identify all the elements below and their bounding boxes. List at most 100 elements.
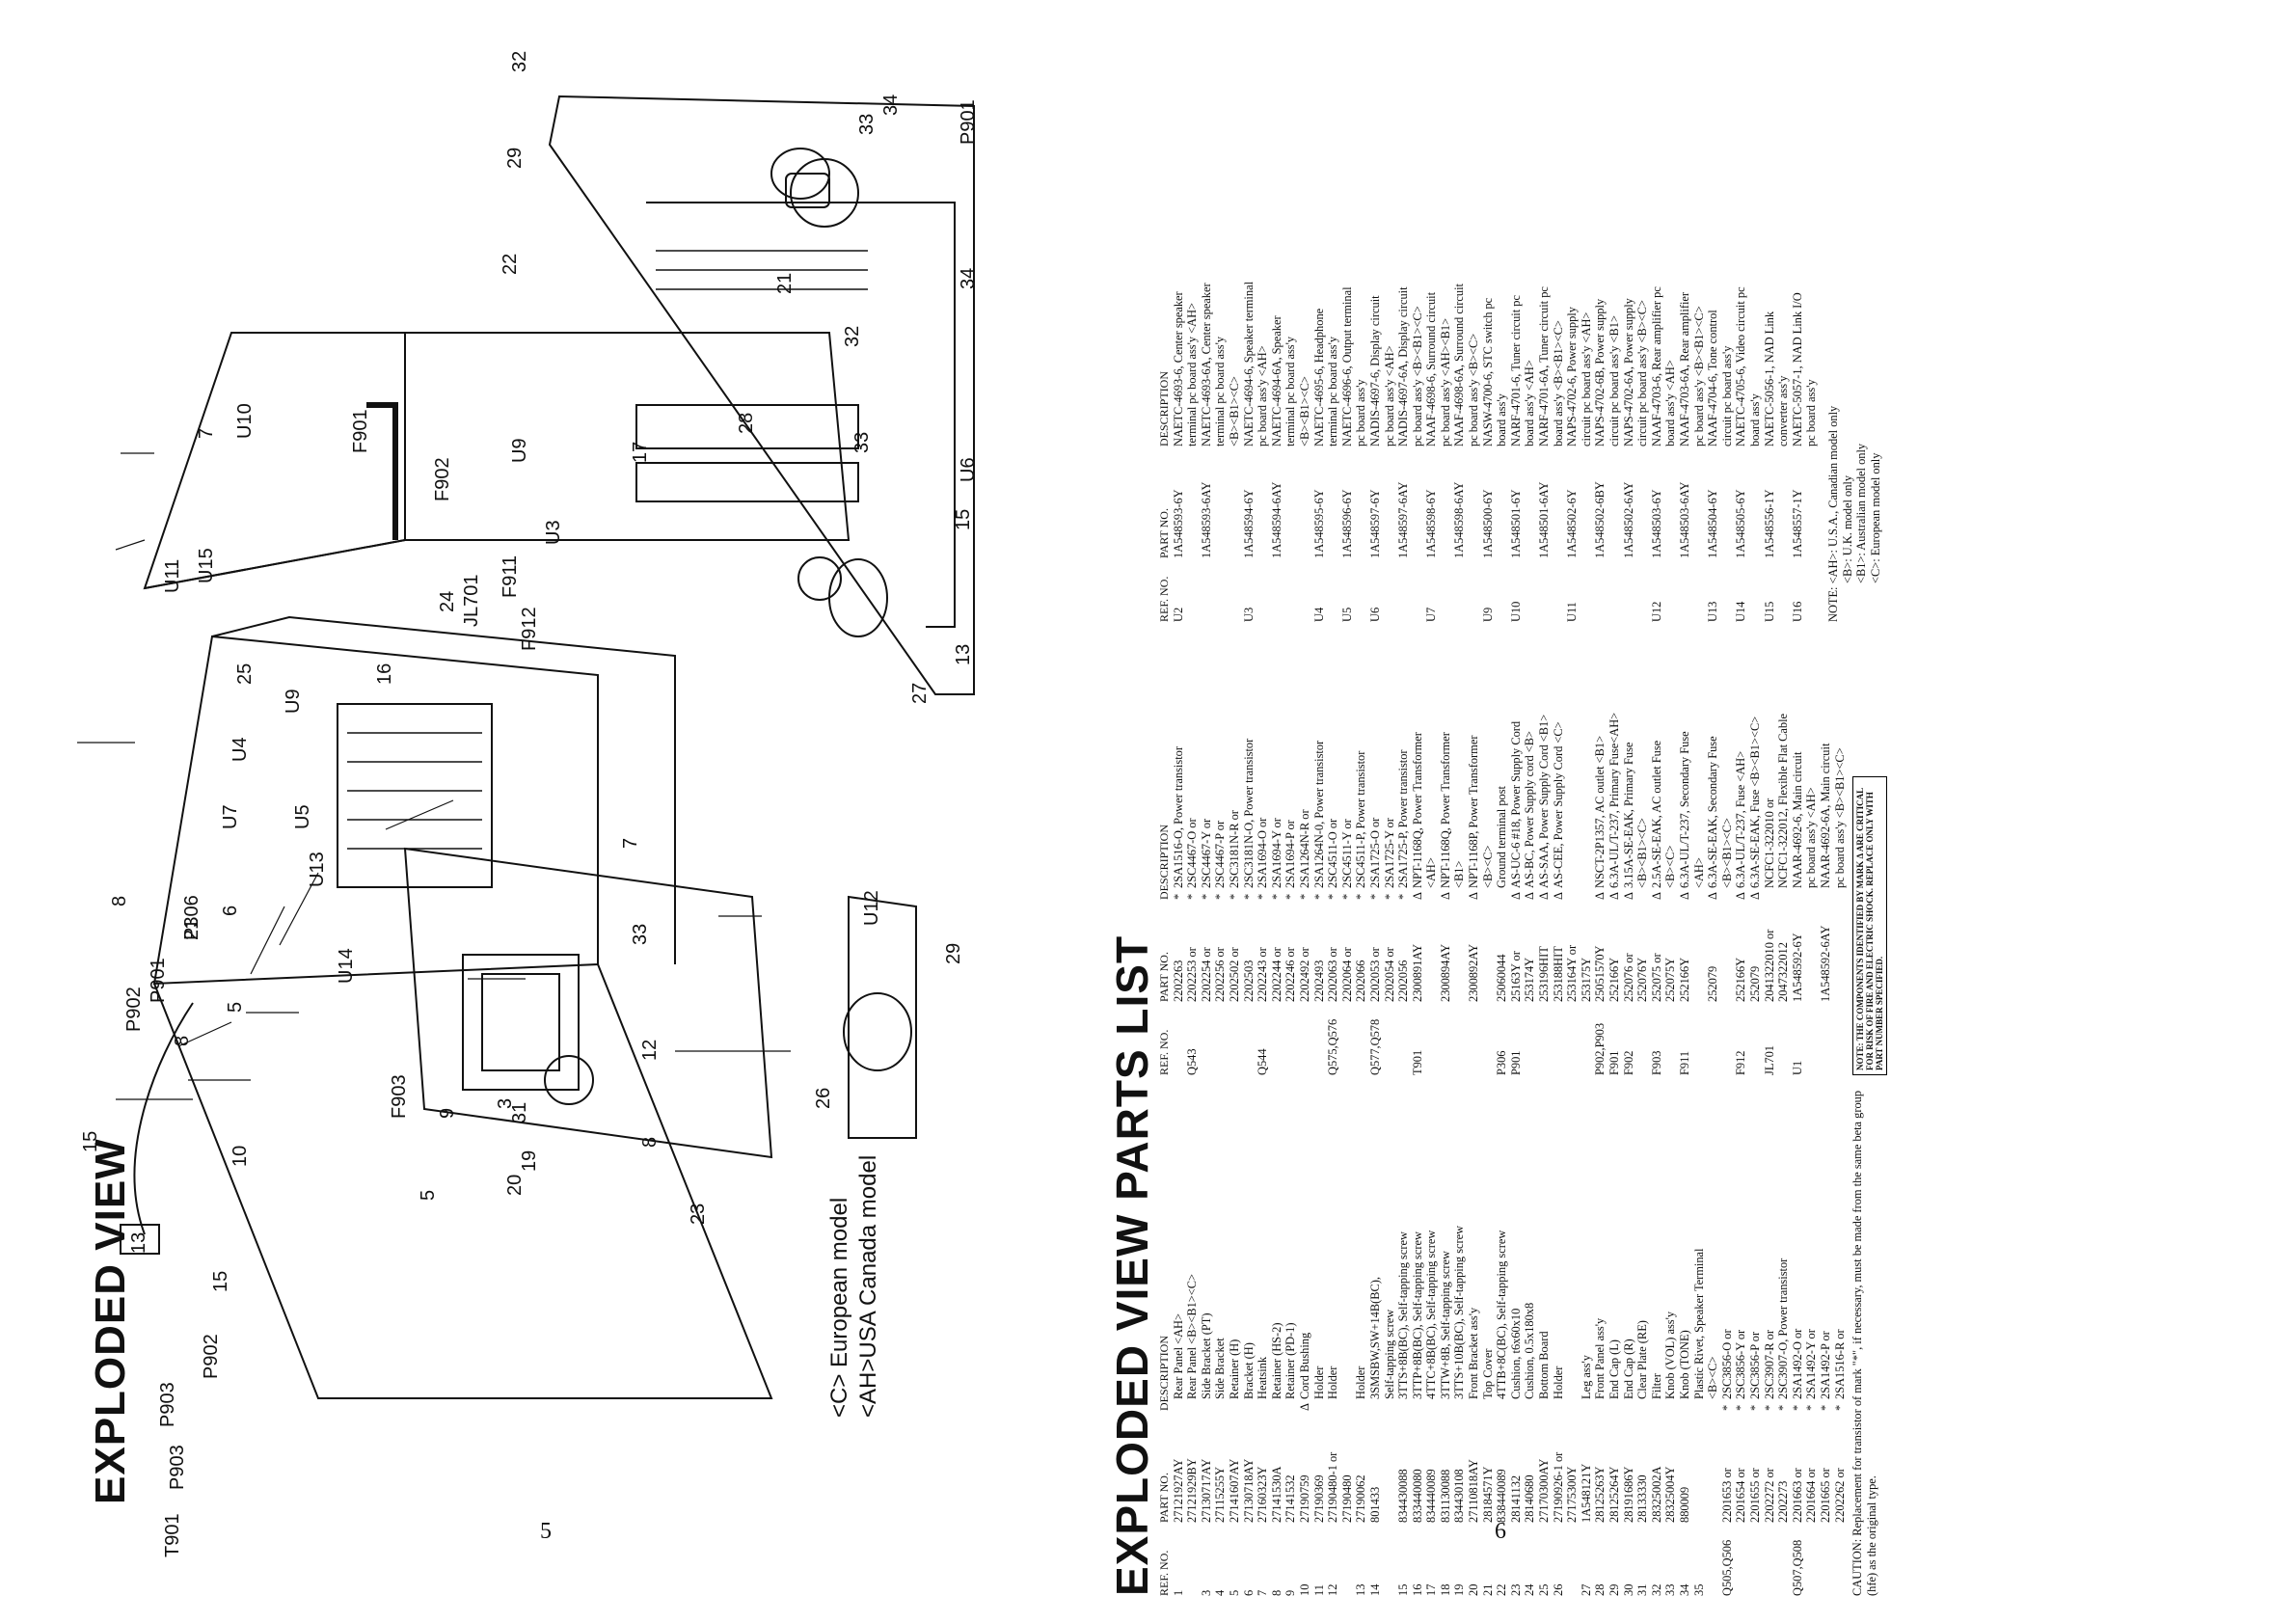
desc-text: NAAR-4692-6, Main circuit — [1790, 751, 1804, 888]
part-cell: 2201663 or — [1790, 1468, 1804, 1523]
part-cell: 834430088 — [1396, 1469, 1411, 1523]
callout-label: 19 — [519, 1150, 540, 1172]
desc-cell: 3SMSBW,SW+14B(BC), — [1368, 1220, 1383, 1411]
desc-text: NSCT-2P1357, AC outlet <B1> — [1593, 735, 1607, 888]
desc-text: 3TTS+8B(BC), Self-tapping screw — [1396, 1231, 1411, 1399]
ref-cell — [1635, 1002, 1650, 1075]
ref-cell: 8 — [1269, 1589, 1283, 1596]
asterisk-mark: * — [1213, 893, 1228, 900]
desc-cell: pc board ass'y <B><B1><C> — [1833, 707, 1848, 900]
table-row: terminal pc board ass'y — [1283, 276, 1298, 622]
callout-label: 8 — [639, 1137, 661, 1148]
desc-text: 2SC3181N-R or — [1227, 810, 1241, 888]
warning-triangle-icon: Δ — [1677, 892, 1691, 900]
asterisk-mark: * — [1256, 893, 1270, 900]
desc-text: NAETC-4695-6, Headphone — [1311, 308, 1326, 446]
desc-cell: *2SA1725-Y or — [1383, 707, 1397, 900]
desc-text: 2SA1492-P or — [1818, 1331, 1832, 1399]
desc-cell: NADIS-4697-6A, Display circuit — [1396, 276, 1411, 446]
desc-cell: pc board ass'y <B><B1><C> — [1692, 276, 1707, 446]
table-row: 2202502 or*2SC3181N-R or — [1228, 707, 1242, 1075]
ref-cell — [1565, 1002, 1580, 1075]
desc-cell: Heatsink — [1256, 1220, 1270, 1411]
ref-cell: F911 — [1677, 1050, 1691, 1075]
callout-labels: 13 P903 P903 T901 P902 15 10 5 P901 P306… — [80, 51, 979, 1557]
part-cell — [1706, 1411, 1720, 1523]
table-row: circuit pc board ass'y — [1720, 276, 1735, 622]
ref-cell — [1424, 1002, 1439, 1075]
warning-triangle-icon: Δ — [1508, 892, 1523, 900]
desc-text: <B><B1><C> — [1719, 818, 1734, 888]
ref-cell: Q543 — [1185, 1048, 1200, 1075]
warning-triangle-icon: Δ — [1523, 892, 1537, 900]
ref-cell: U5 — [1339, 607, 1354, 622]
ref-cell: 11 — [1311, 1584, 1326, 1596]
desc-cell: *2SC4467-O or — [1185, 707, 1200, 900]
ref-cell: 5 — [1227, 1589, 1241, 1596]
ref-cell — [1326, 558, 1340, 622]
critical-components-note: NOTE: THE COMPONENTS IDENTIFIED BY MARK … — [1852, 776, 1888, 1075]
ref-cell — [1706, 1523, 1720, 1596]
part-cell: 1A548593-6AY — [1199, 481, 1213, 558]
part-cell — [1354, 446, 1368, 558]
part-cell: 27190759 — [1297, 1474, 1311, 1523]
desc-text: NCFC1-322012, Flexible Flat Cable — [1776, 713, 1791, 888]
exploded-diagram — [77, 95, 975, 1399]
desc-text: Heatsink — [1256, 1356, 1270, 1399]
desc-cell: *2SA1492-P or — [1819, 1220, 1833, 1411]
ref-cell — [1678, 558, 1692, 622]
desc-cell: *2SC4467-P or — [1213, 707, 1228, 900]
part-cell — [1804, 900, 1819, 1002]
part-cell: 27190480 — [1339, 1474, 1354, 1523]
part-cell — [1439, 446, 1453, 558]
ref-cell: F901 — [1607, 1050, 1621, 1075]
desc-text: 2SC3856-P or — [1747, 1331, 1762, 1399]
part-cell: 27160323Y — [1256, 1466, 1270, 1523]
ref-cell — [1200, 1002, 1214, 1075]
desc-text: NAETC-5057-1, NAD Link I/O — [1790, 292, 1804, 446]
desc-text: 2SA1492-Y or — [1804, 1329, 1819, 1399]
ref-cell — [1172, 1002, 1186, 1075]
ref-cell: U4 — [1311, 607, 1326, 622]
ref-cell — [1396, 558, 1411, 622]
header-part: PART NO. — [1157, 952, 1171, 1002]
ref-cell: U1 — [1790, 1060, 1804, 1075]
callout-label: 34 — [958, 268, 979, 289]
callout-label: U13 — [307, 852, 328, 887]
desc-text: Front Bracket ass'y — [1467, 1307, 1481, 1399]
table-row: 2202262 or*2SA1516-R or — [1833, 1220, 1848, 1596]
desc-cell: NARF-4701-6, Tuner circuit pc — [1509, 276, 1524, 446]
callout-label: U9 — [283, 689, 304, 714]
table-row: board ass'y <AH> — [1523, 276, 1537, 622]
desc-text: NAETC-4693-6, Center speaker — [1171, 291, 1185, 446]
desc-cell: *2SA1694-Y or — [1270, 707, 1284, 900]
desc-text: <B><B1><C> — [1227, 376, 1241, 446]
table-row: terminal pc board ass'y — [1326, 276, 1340, 622]
ref-cell — [1537, 1002, 1552, 1075]
part-cell: 2202502 or — [1227, 947, 1241, 1002]
callout-label: JL701 — [461, 575, 482, 628]
desc-text: pc board ass'y — [1804, 379, 1819, 446]
part-cell — [1552, 446, 1566, 558]
warning-triangle-icon: Δ — [1593, 892, 1607, 900]
desc-cell: board ass'y — [1495, 276, 1509, 446]
desc-text: 3.15A-SE-EAK, Primary Fuse — [1621, 742, 1635, 888]
desc-cell: Bracket (H) — [1242, 1220, 1256, 1411]
desc-text: Clear Plate (RE) — [1635, 1320, 1650, 1399]
ref-cell — [1523, 1002, 1537, 1075]
ref-cell — [1396, 1002, 1411, 1075]
callout-label: 15 — [953, 509, 974, 530]
ref-cell: 19 — [1452, 1583, 1467, 1596]
asterisk-mark: * — [1747, 1404, 1762, 1411]
part-cell: 1A548557-1Y — [1790, 489, 1804, 558]
callout-label: 26 — [813, 1088, 834, 1109]
desc-text: NAAF-4698-6, Surround circuit — [1424, 291, 1439, 446]
table-row: 2201665 or*2SA1492-P or — [1819, 1220, 1833, 1596]
